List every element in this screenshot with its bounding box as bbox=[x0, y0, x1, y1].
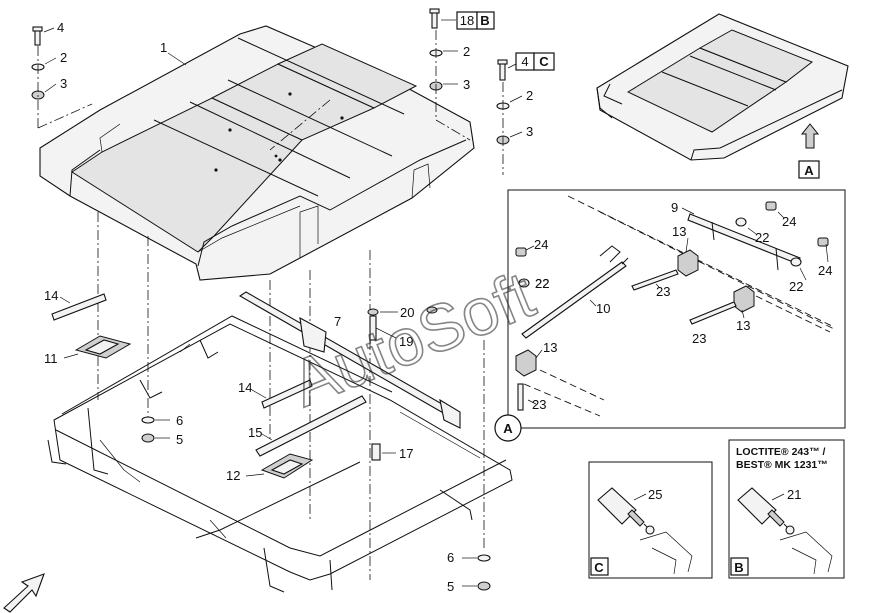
callout-2-right: 2 bbox=[526, 88, 533, 103]
detail-callout-13-low: 13 bbox=[543, 340, 557, 355]
direction-arrow-icon bbox=[3, 573, 45, 613]
detail-b-badge: B bbox=[734, 560, 743, 575]
detail-b-panel: LOCTITE® 243™ / BEST® MK 1231™ 21 B bbox=[728, 439, 845, 579]
callout-20: 20 bbox=[400, 305, 414, 320]
callout-22-main: 22 bbox=[535, 276, 549, 291]
ref-a-label: A bbox=[804, 163, 814, 178]
detail-callout-22-top: 22 bbox=[755, 230, 769, 245]
detail-callout-23-low: 23 bbox=[692, 331, 706, 346]
callout-2-middle: 2 bbox=[463, 44, 470, 59]
loctite-line-1: LOCTITE® 243™ / bbox=[736, 446, 826, 458]
detail-callout-22-right: 22 bbox=[789, 279, 803, 294]
callout-14-upper: 14 bbox=[44, 288, 58, 303]
callout-17: 17 bbox=[399, 446, 413, 461]
part-14-upper: 14 bbox=[44, 288, 107, 321]
ref-b-top: B bbox=[480, 13, 489, 28]
fastener-stack-lower-left: 6 5 bbox=[141, 413, 183, 447]
detail-callout-23-left: 23 bbox=[532, 397, 546, 412]
construction-lines bbox=[37, 99, 485, 580]
detail-callout-24-top: 24 bbox=[782, 214, 796, 229]
detail-callout-9: 9 bbox=[671, 200, 678, 215]
part-17: 17 bbox=[371, 443, 413, 461]
detail-callout-24-left: 24 bbox=[534, 237, 548, 252]
callout-25: 25 bbox=[648, 487, 662, 502]
part-14-middle: 14 bbox=[238, 379, 313, 409]
part-12: 12 bbox=[226, 453, 314, 483]
roof-iso-view bbox=[596, 13, 849, 161]
callout-1: 1 bbox=[160, 40, 167, 55]
callout-11: 11 bbox=[44, 351, 58, 366]
callout-14-middle: 14 bbox=[238, 380, 252, 395]
detail-callout-22-left: 22 bbox=[535, 276, 549, 291]
ref-c-top: C bbox=[539, 54, 549, 69]
detail-callout-24-right: 24 bbox=[818, 263, 832, 278]
loctite-line-2: BEST® MK 1231™ bbox=[736, 459, 828, 471]
callout-2-left: 2 bbox=[60, 50, 67, 65]
callout-4-left: 4 bbox=[57, 20, 64, 35]
cab-frame bbox=[47, 315, 513, 593]
part-15: 15 bbox=[248, 395, 367, 457]
detail-callout-13-mid: 13 bbox=[736, 318, 750, 333]
detail-a-badge: A bbox=[503, 421, 513, 436]
detail-c-badge: C bbox=[594, 560, 604, 575]
callout-5-left: 5 bbox=[176, 432, 183, 447]
detail-callout-13-top: 13 bbox=[672, 224, 686, 239]
hardware-stack-right: 4 C 2 3 bbox=[496, 52, 555, 175]
callout-5-right: 5 bbox=[447, 579, 454, 594]
hardware-stack-left: 4 2 3 bbox=[31, 20, 67, 128]
cross-strip bbox=[238, 291, 461, 429]
fastener-stack-lower-right: 6 5 bbox=[447, 550, 491, 594]
callout-18: 18 bbox=[460, 13, 474, 28]
callout-3-left: 3 bbox=[60, 76, 67, 91]
part-11: 11 bbox=[44, 335, 132, 366]
roof-panel-part-1 bbox=[39, 25, 475, 281]
view-arrow-a: A bbox=[798, 123, 820, 179]
callout-3-middle: 3 bbox=[463, 77, 470, 92]
callout-12: 12 bbox=[226, 468, 240, 483]
callout-6-left: 6 bbox=[176, 413, 183, 428]
callout-19: 19 bbox=[399, 334, 413, 349]
callout-6-right: 6 bbox=[447, 550, 454, 565]
callout-3-right: 3 bbox=[526, 124, 533, 139]
callout-21: 21 bbox=[787, 487, 801, 502]
callout-7: 7 bbox=[334, 314, 341, 329]
callout-15: 15 bbox=[248, 425, 262, 440]
hardware-stack-middle: 18 B 2 3 bbox=[429, 8, 495, 120]
detail-c-panel: 25 C bbox=[588, 461, 713, 579]
detail-callout-23-mid: 23 bbox=[656, 284, 670, 299]
detail-callout-10: 10 bbox=[596, 301, 610, 316]
part-22-main: 22 bbox=[426, 276, 549, 314]
callout-4-right: 4 bbox=[521, 54, 528, 69]
detail-a-panel: 9 10 13 13 13 22 22 22 23 23 23 24 24 24… bbox=[494, 189, 846, 442]
parts-19-20: 19 20 bbox=[367, 305, 414, 349]
